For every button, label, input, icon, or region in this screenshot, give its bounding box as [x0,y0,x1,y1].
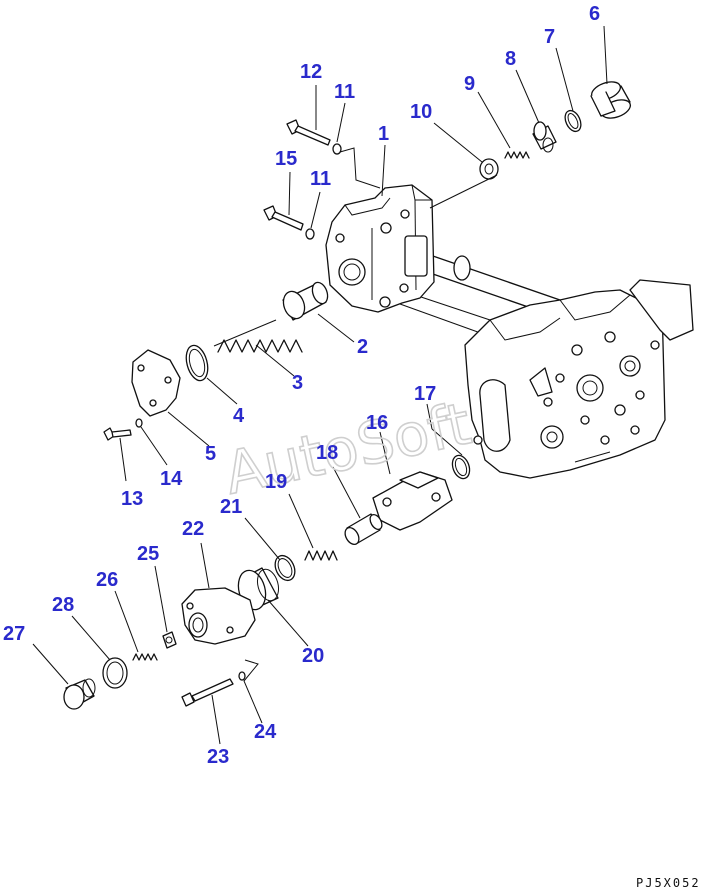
spring-part-3 [213,319,303,353]
callout-27: 27 [3,623,25,645]
callout-13: 13 [121,488,143,510]
callout-9: 9 [464,73,475,95]
callout-14: 14 [160,468,183,490]
callout-18: 18 [316,442,338,464]
washer-part-14 [135,418,143,428]
callout-2: 2 [357,336,368,358]
bolt-part-13 [103,427,132,441]
callout-7: 7 [544,26,555,48]
callout-labels: 6 7 8 9 10 12 11 1 15 11 2 3 4 5 14 13 1… [3,3,600,768]
plug-part-27 [63,678,96,710]
washer-part-11-upper [332,143,342,155]
callout-24: 24 [254,721,277,743]
spring-part-19 [304,550,338,561]
callout-25: 25 [137,543,159,565]
callout-19: 19 [265,471,287,493]
cover-part-5 [131,349,181,417]
callout-6: 6 [589,3,600,25]
callout-21: 21 [220,496,242,518]
o-ring-part-4 [185,344,209,382]
sleeve-part-18 [344,513,383,546]
bolt-part-12 [286,119,331,146]
leader-lines [32,25,608,745]
rear-pump-assembly [464,279,694,479]
o-ring-part-21 [274,554,296,582]
o-ring-part-17 [451,435,483,480]
callout-17: 17 [414,383,436,405]
callout-11-lower: 11 [310,168,331,190]
callout-26: 26 [96,569,118,591]
spring-part-9 [504,151,530,159]
callout-12: 12 [300,61,322,83]
washer-part-11-lower [305,228,315,240]
o-ring-part-7 [564,109,582,133]
cover-part-22 [181,587,256,645]
flange-part-16 [372,471,453,531]
drawing-code: PJ5X052 [636,876,701,890]
callout-16: 16 [366,412,388,434]
callout-4: 4 [233,405,245,427]
piston-part-2 [282,281,329,321]
spring-part-26 [132,653,158,661]
callout-28: 28 [52,594,74,616]
callout-8: 8 [505,48,516,70]
sleeve-part-6 [590,81,632,119]
callout-10: 10 [410,101,432,123]
callout-11-upper: 11 [334,81,355,103]
bolt-part-15 [263,205,304,231]
valve-body-part-1 [325,184,435,313]
callout-1: 1 [378,123,389,145]
callout-3: 3 [292,372,303,394]
callout-5: 5 [205,443,216,465]
callout-23: 23 [207,746,229,768]
callout-20: 20 [302,645,324,667]
bolt-part-23 [181,678,234,707]
callout-22: 22 [182,518,204,540]
callout-15: 15 [275,148,297,170]
ring-part-28 [102,657,128,689]
fitting-part-25 [162,631,177,649]
plug-part-8 [532,121,557,153]
washer-part-24 [238,671,246,681]
